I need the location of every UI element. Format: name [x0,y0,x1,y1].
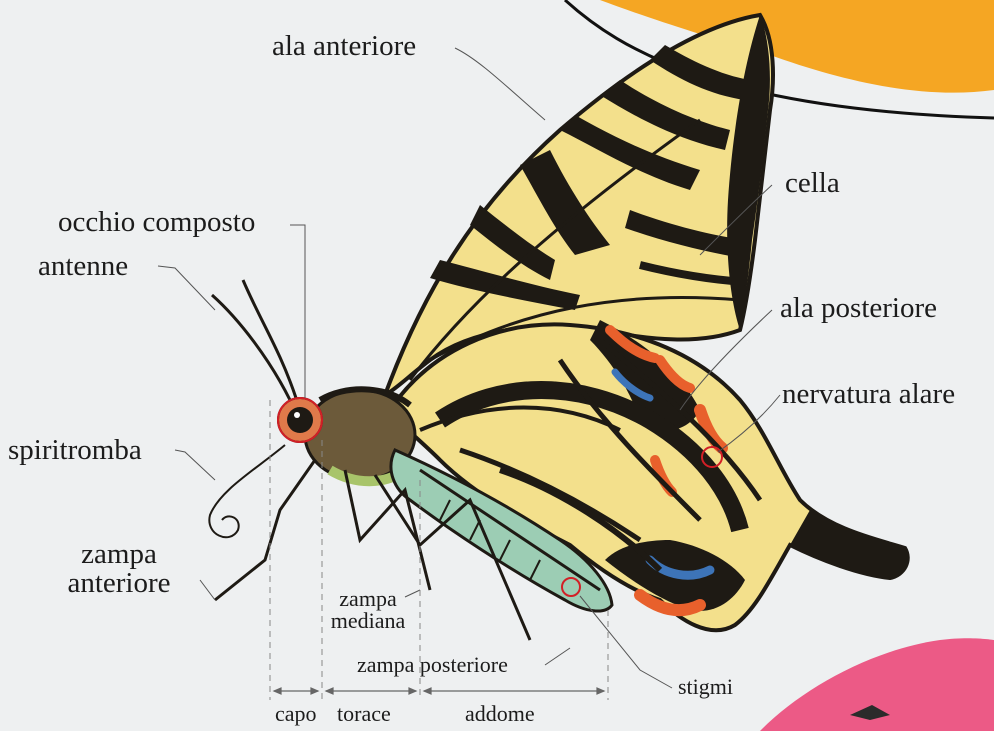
segment-torace: torace [337,703,391,725]
label-zampa-mediana-line2: mediana [320,610,416,632]
label-stigmi: stigmi [678,676,733,698]
hind-wing [390,320,908,630]
segment-capo: capo [275,703,317,725]
fore-leg [215,460,315,600]
label-cella: cella [785,169,840,198]
label-zampa-anteriore: zampa anteriore [44,540,194,598]
label-zampa-anteriore-line1: zampa [44,540,194,569]
label-zampa-mediana-line1: zampa [320,588,416,610]
label-zampa-anteriore-line2: anteriore [44,569,194,598]
label-antenne: antenne [38,252,128,281]
antenna-left [212,295,290,400]
proboscis [209,445,285,537]
segment-addome: addome [465,703,535,725]
segment-arrows [274,688,604,694]
label-ala-anteriore: ala anteriore [272,32,416,61]
label-zampa-mediana: zampa mediana [320,588,416,632]
label-occhio-composto: occhio composto [58,208,255,237]
label-ala-posteriore: ala posteriore [780,294,937,323]
label-spiritromba: spiritromba [8,436,142,465]
label-zampa-posteriore: zampa posteriore [357,654,508,676]
label-nervatura-alare: nervatura alare [782,380,955,409]
